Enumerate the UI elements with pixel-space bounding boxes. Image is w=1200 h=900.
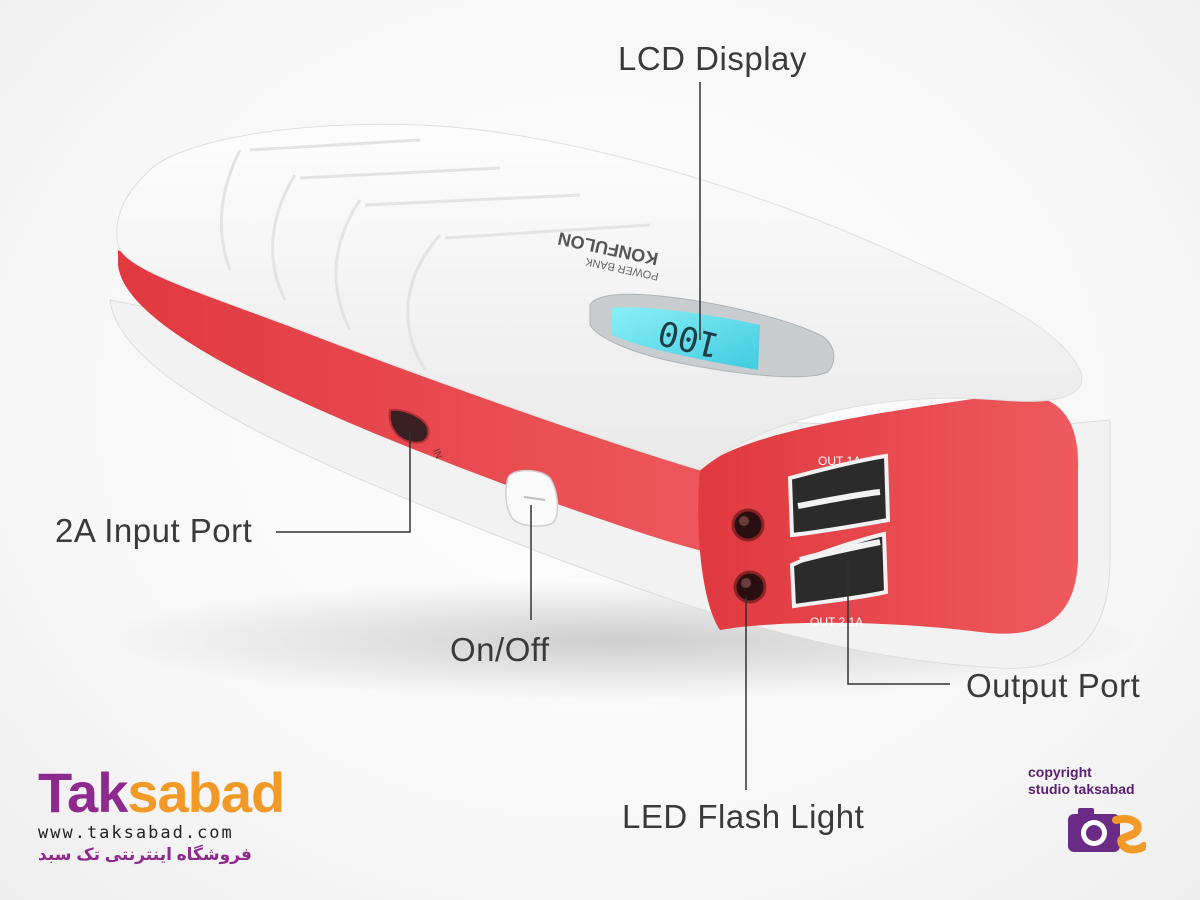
label-output-port: Output Port [966, 667, 1141, 704]
device-top-shell [116, 123, 1083, 471]
shell-ridges [219, 138, 651, 371]
callout-line-output [847, 560, 950, 685]
label-input-port: 2A Input Port [55, 512, 253, 549]
taksabad-watermark: Taksabad www.taksabad.com فروشگاه اینترن… [38, 765, 288, 865]
micro-usb-input-port [388, 408, 430, 444]
power-button-line [523, 496, 546, 501]
red-side-band [118, 250, 760, 560]
copyright-line-2: studio taksabad [1028, 781, 1135, 797]
port-bottom-label: OUT 2.1A [810, 615, 863, 629]
led-light-top-highlight [739, 516, 749, 526]
led-light-bottom-highlight [741, 578, 751, 588]
label-led-flash-light: LED Flash Light [622, 798, 865, 835]
watermark-persian-tagline: فروشگاه اینترنتی تک سبد [38, 845, 252, 864]
callout-line-input [276, 432, 411, 533]
taksabad-logo: Taksabad [38, 765, 288, 821]
copyright-line-1: copyright [1028, 764, 1092, 780]
in-label: IN [430, 447, 444, 460]
watermark-url: www.taksabad.com [38, 823, 234, 843]
lcd-screen [612, 307, 760, 370]
logo-part-tak: Tak [38, 761, 128, 824]
led-light-bottom [733, 570, 767, 604]
label-lcd-display: LCD Display [618, 40, 807, 77]
copyright-badge: copyright studio taksabad [1028, 764, 1188, 856]
camera-logo-icon [1066, 806, 1148, 856]
label-on-off: On/Off [450, 631, 550, 668]
led-light-top [731, 508, 765, 542]
logo-part-sabad: sabad [127, 761, 285, 824]
